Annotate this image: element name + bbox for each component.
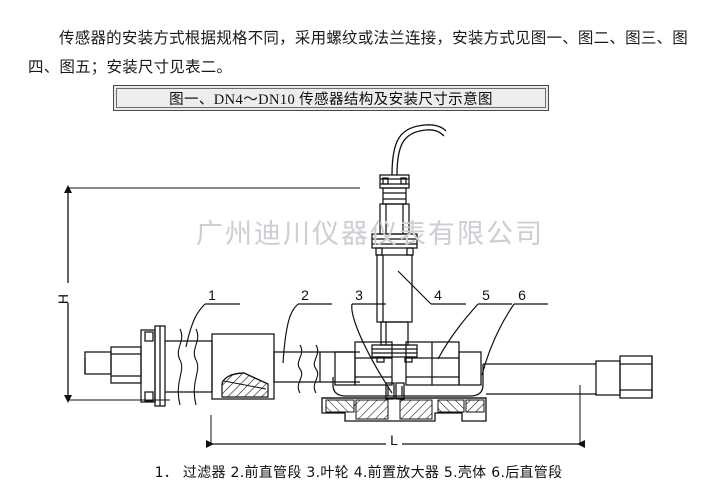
preamplifier-body xyxy=(376,254,413,346)
callout-6: 6 xyxy=(518,287,526,303)
intro-paragraph: 传感器的安装方式根据规格不同，采用螺纹或法兰连接，安装方式见图一、图二、图三、图… xyxy=(28,29,688,76)
sensor-housing xyxy=(332,341,484,397)
pipe-right-run xyxy=(482,355,653,399)
figure-title-box: 图一、DN4～DN10 传感器结构及安装尺寸示意图 xyxy=(113,85,549,111)
callout-3: 3 xyxy=(355,287,363,303)
dimension-L xyxy=(206,385,585,448)
pipe-left-run xyxy=(165,328,213,406)
dimension-H xyxy=(61,185,360,403)
amplifier-collar xyxy=(371,233,418,256)
drawing-svg: H L 1 2 3 4 5 6 xyxy=(55,124,653,448)
dimension-label-L: L xyxy=(390,432,398,448)
figure-caption: 1． 过滤器 2.前直管段 3.叶轮 4.前置放大器 5.壳体 6.后直管段 xyxy=(154,465,563,481)
callout-2: 2 xyxy=(301,287,309,303)
sensor-assembly-drawing: H L 1 2 3 4 5 6 xyxy=(0,115,717,460)
callout-4: 4 xyxy=(434,287,442,303)
dimension-label-H: H xyxy=(55,294,71,304)
cable-gland xyxy=(379,174,410,205)
callout-5: 5 xyxy=(482,287,490,303)
filter-body xyxy=(211,333,275,400)
amplifier-mount-nut xyxy=(371,344,418,363)
sensor-cable xyxy=(391,124,447,176)
left-end-fitting xyxy=(84,325,166,407)
amplifier-upper-stem xyxy=(379,203,410,235)
callout-1: 1 xyxy=(208,287,216,303)
callout-leaders xyxy=(185,270,548,394)
figure-title-text: 图一、DN4～DN10 传感器结构及安装尺寸示意图 xyxy=(116,88,546,108)
housing-section-cut xyxy=(321,397,487,422)
